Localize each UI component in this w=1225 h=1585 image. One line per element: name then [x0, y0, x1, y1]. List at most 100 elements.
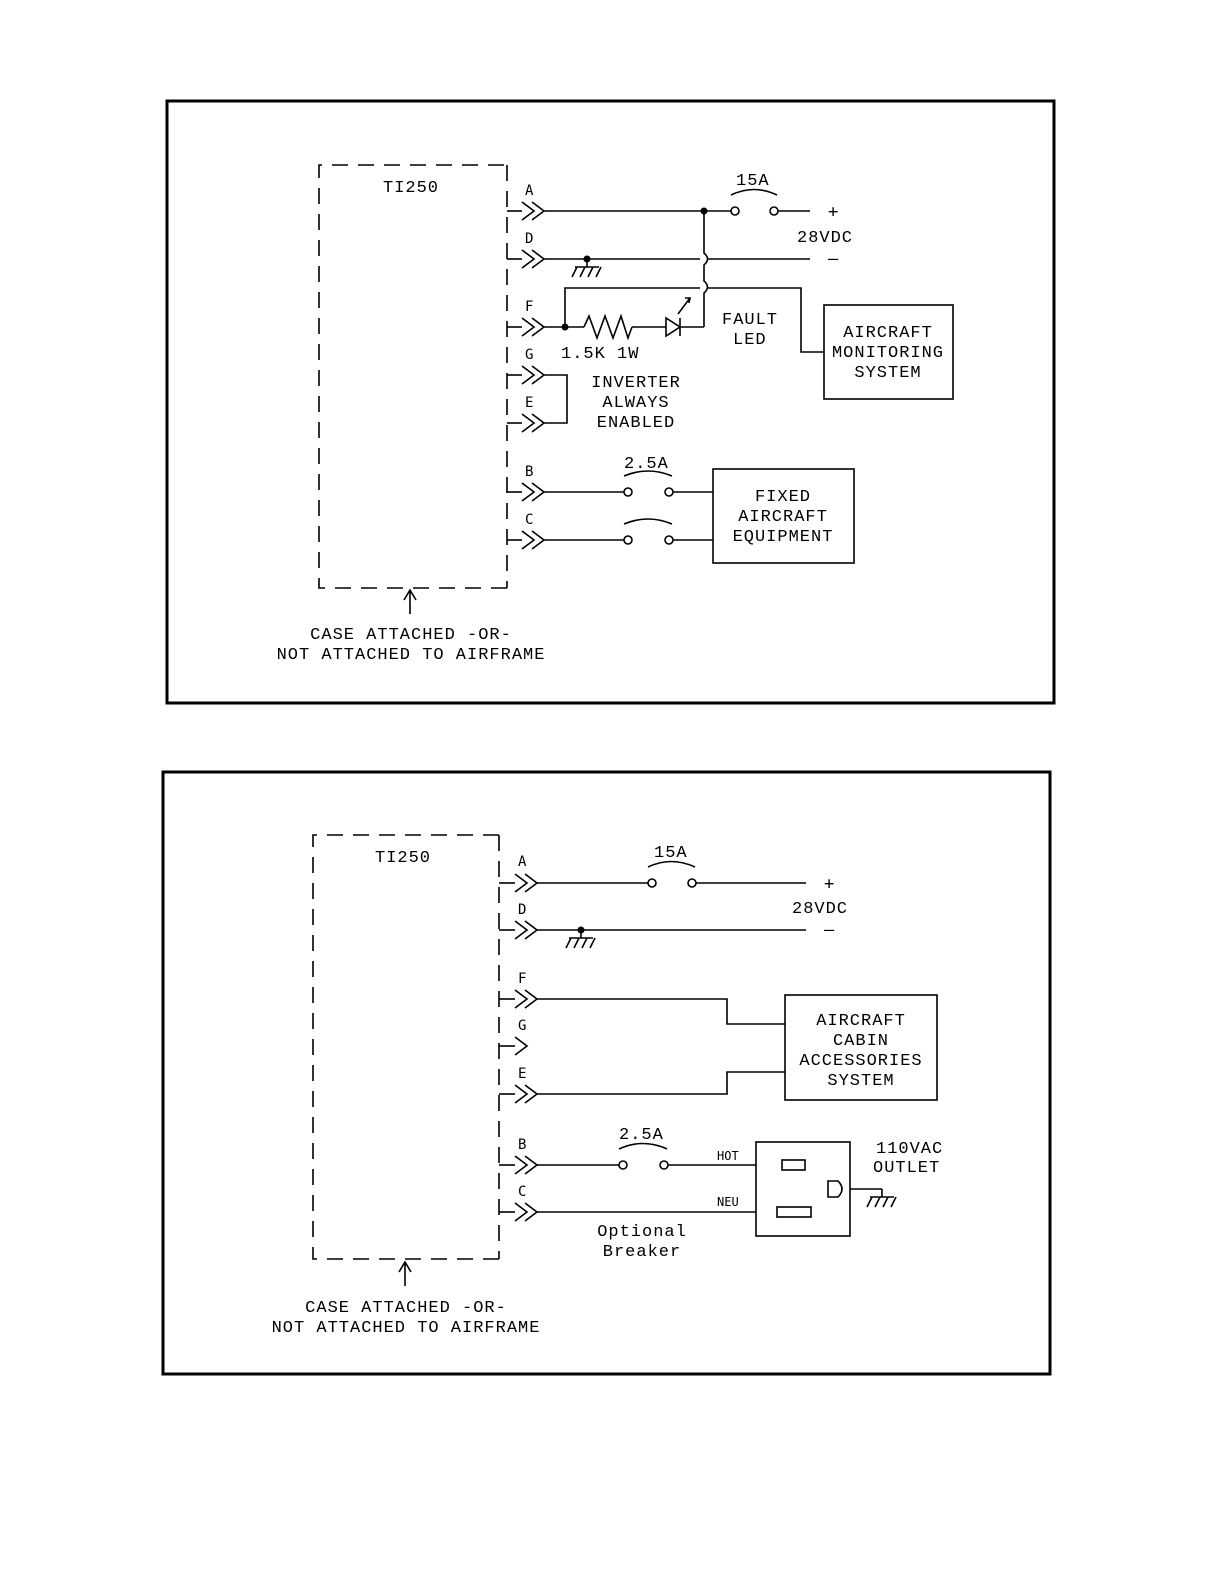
outlet-label: OUTLET [873, 1159, 940, 1178]
svg-text:ALWAYS: ALWAYS [602, 394, 669, 413]
svg-text:AIRCRAFT: AIRCRAFT [816, 1012, 906, 1031]
ac-output-wires: 2.5A [544, 455, 713, 545]
ground-icon [565, 929, 596, 949]
diagram-2-frame [161, 770, 1052, 1376]
breaker-15a-arc [730, 188, 778, 196]
outlet-slot-icon [781, 1159, 806, 1171]
led-icon [665, 316, 682, 338]
pin-label: G [525, 347, 533, 363]
breaker-15a-label: 15A [654, 844, 688, 863]
svg-text:CASE ATTACHED -OR-: CASE ATTACHED -OR- [310, 626, 512, 645]
ground-icon [571, 258, 602, 278]
inverter-enable-jumper: INVERTER ALWAYS ENABLED [544, 374, 681, 433]
pin-label: F [525, 299, 533, 315]
resistor-label: 1.5K 1W [561, 345, 639, 364]
svg-text:CASE ATTACHED -OR-: CASE ATTACHED -OR- [305, 1299, 507, 1318]
pin-g-connector: G [507, 347, 545, 385]
pin-f-connector: F [499, 971, 538, 1009]
pin-c-connector: C [499, 1184, 538, 1222]
pin-label: A [518, 854, 527, 870]
breaker-2-5a-label: 2.5A [624, 455, 669, 474]
svg-text:ENABLED: ENABLED [597, 414, 675, 433]
svg-text:NOT ATTACHED TO AIRFRAME: NOT ATTACHED TO AIRFRAME [272, 1319, 541, 1338]
resistor-icon [583, 313, 633, 341]
svg-text:SYSTEM: SYSTEM [827, 1072, 894, 1091]
unit-label: TI250 [383, 179, 439, 198]
svg-text:AIRCRAFT: AIRCRAFT [843, 324, 933, 343]
plus-sign: + [824, 874, 835, 894]
power-positive-wire: 15A + 28VDC [544, 172, 853, 248]
optional-breaker-label: Breaker [603, 1243, 681, 1262]
optional-breaker-label: Optional [597, 1223, 687, 1242]
power-negative-wire: – [537, 920, 835, 949]
ground-icon [866, 1188, 897, 1208]
aircraft-cabin-accessories-box: AIRCRAFT CABIN ACCESSORIES SYSTEM [784, 994, 938, 1101]
power-positive-wire: 15A + 28VDC [537, 844, 848, 919]
breaker-15a-arc [647, 860, 696, 868]
breaker-contact [730, 206, 740, 216]
svg-text:INVERTER: INVERTER [591, 374, 681, 393]
ac-outlet: 110VAC OUTLET [755, 1140, 943, 1237]
outlet-box [755, 1141, 851, 1237]
pin-g-connector: G [499, 1018, 529, 1056]
neu-label: NEU [717, 1195, 739, 1209]
svg-text:FIXED: FIXED [755, 488, 811, 507]
aircraft-monitoring-system-box: AIRCRAFT MONITORING SYSTEM [823, 304, 954, 400]
monitoring-wire [564, 287, 824, 353]
outlet-slot-icon [776, 1206, 812, 1218]
diagram-1: TI250 A D F G E B [165, 99, 1056, 705]
fixed-aircraft-equipment-box: FIXED AIRCRAFT EQUIPMENT [712, 468, 855, 564]
diagram-2: TI250 A D F G E B [161, 770, 1052, 1376]
pin-label: C [525, 512, 533, 528]
voltage-label: 28VDC [792, 900, 848, 919]
pin-label: B [525, 464, 533, 480]
pin-label: G [518, 1018, 526, 1034]
pin-d-connector: D [499, 902, 538, 940]
svg-text:NOT ATTACHED TO AIRFRAME: NOT ATTACHED TO AIRFRAME [277, 646, 546, 665]
pin-c-connector: C [507, 512, 545, 550]
pin-a-connector: A [499, 854, 538, 893]
minus-sign: – [828, 249, 839, 269]
outlet-voltage-label: 110VAC [876, 1140, 943, 1159]
ac-output-wires: 2.5A HOT NEU Optional Breaker [537, 1126, 756, 1262]
fault-circuit: 1.5K 1W FAULT LED [544, 287, 824, 364]
outlet-ground-pin-icon [827, 1180, 843, 1198]
pin-label: B [518, 1137, 526, 1153]
pin-label: E [518, 1066, 526, 1082]
pin-e-connector: E [507, 395, 545, 433]
pin-d-connector: D [507, 231, 545, 269]
svg-text:AIRCRAFT: AIRCRAFT [738, 508, 828, 527]
pin-b-connector: B [507, 464, 545, 502]
pin-label: C [518, 1184, 526, 1200]
ti250-unit-outline [318, 164, 507, 589]
svg-text:MONITORING: MONITORING [832, 344, 944, 363]
power-negative-wire: – [544, 249, 839, 278]
hot-label: HOT [717, 1149, 739, 1163]
breaker-15a-label: 15A [736, 172, 770, 191]
pin-f-connector: F [507, 299, 545, 337]
breaker-2-5a-arc [618, 1142, 668, 1150]
minus-sign: – [824, 920, 835, 940]
unit-label: TI250 [375, 849, 431, 868]
breaker-contact [769, 206, 779, 216]
pin-label: F [518, 971, 526, 987]
svg-text:ACCESSORIES: ACCESSORIES [799, 1052, 922, 1071]
pin-e-connector: E [499, 1066, 538, 1104]
pin-label: E [525, 395, 533, 411]
breaker-2-5a-label: 2.5A [619, 1126, 664, 1145]
pin-label: A [525, 183, 534, 199]
ti250-unit-outline [312, 834, 499, 1260]
svg-text:CABIN: CABIN [833, 1032, 889, 1051]
plus-sign: + [828, 202, 839, 222]
pin-a-connector: A [507, 183, 545, 221]
led-supply-wire [703, 211, 709, 327]
svg-text:EQUIPMENT: EQUIPMENT [733, 528, 834, 547]
case-note: CASE ATTACHED -OR- NOT ATTACHED TO AIRFR… [272, 1260, 541, 1338]
case-note: CASE ATTACHED -OR- NOT ATTACHED TO AIRFR… [277, 588, 546, 665]
pin-label: D [525, 231, 533, 247]
pin-label: D [518, 902, 526, 918]
voltage-label: 28VDC [797, 229, 853, 248]
pin-b-connector: B [499, 1137, 538, 1175]
fault-led-label: FAULT [722, 311, 778, 330]
